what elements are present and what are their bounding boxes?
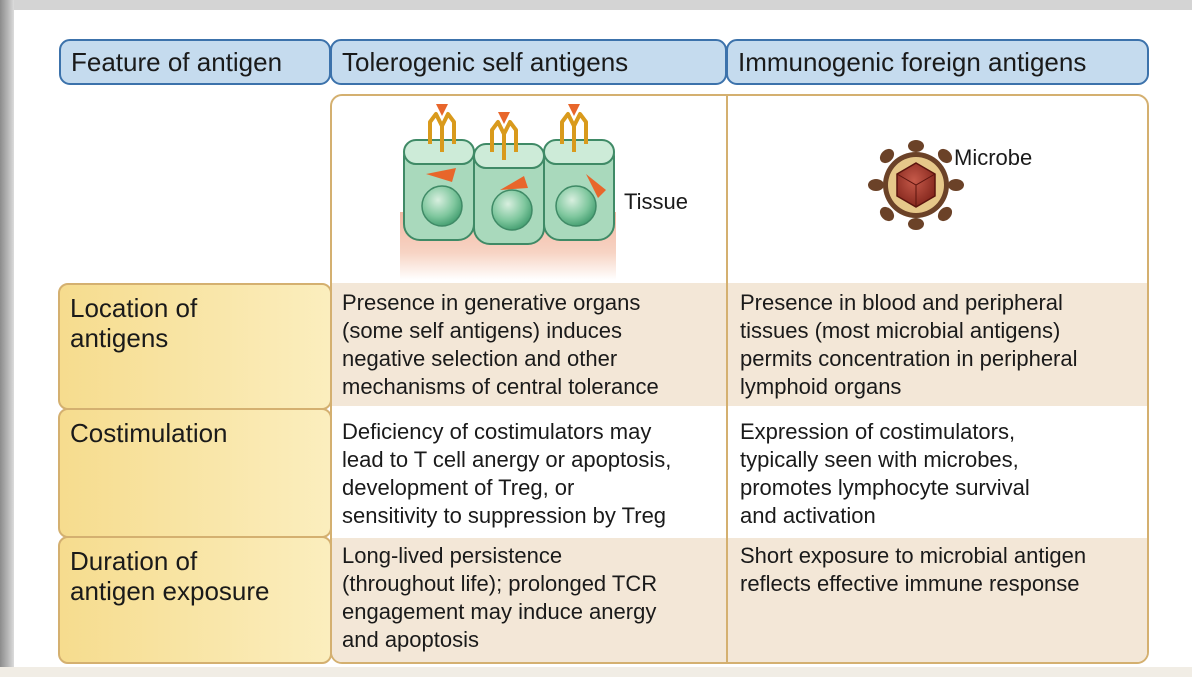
column-divider [726,96,728,662]
feature-text: Duration of [70,546,198,576]
cell-duration-self: Long-lived persistence (throughout life)… [342,542,657,654]
cell-line: reflects effective immune response [740,571,1080,596]
header-feature-of-antigen: Feature of antigen [59,39,331,85]
feature-costimulation: Costimulation [58,408,332,538]
frame-left-edge [0,0,14,677]
microbe-illustration [868,140,964,230]
header-tolerogenic-self-antigens: Tolerogenic self antigens [330,39,727,85]
frame-bottom-edge [0,667,1192,677]
feature-text: Costimulation [70,418,228,448]
cell-line: lymphoid organs [740,374,902,399]
cell-line: Long-lived persistence [342,543,563,568]
tissue-cell [543,139,615,241]
feature-location-of-antigens: Location of antigens [58,283,332,410]
cell-line: promotes lymphocyte survival [740,475,1030,500]
cell-line: mechanisms of central tolerance [342,374,659,399]
comparison-table [330,94,1149,664]
cell-line: lead to T cell anergy or apoptosis, [342,447,672,472]
tissue-label: Tissue [624,189,688,214]
tissue-cell [403,139,475,241]
cell-line: and activation [740,503,876,528]
row-band-location [332,283,1147,406]
mhc-receptor [490,112,518,160]
cell-costimulation-foreign: Expression of costimulators, typically s… [740,418,1030,530]
cell-costimulation-self: Deficiency of costimulators may lead to … [342,418,671,530]
cell-line: typically seen with microbes, [740,447,1019,472]
cell-line: (some self antigens) induces [342,318,623,343]
tissue-illustration [400,104,616,280]
cell-line: Expression of costimulators, [740,419,1016,444]
feature-text: Location of [70,293,198,323]
cell-duration-foreign: Short exposure to microbial antigen refl… [740,542,1086,598]
mhc-receptor [560,104,588,152]
mhc-receptor [428,104,456,152]
cell-line: development of Treg, or [342,475,575,500]
row-band-duration [332,538,1147,662]
header-immunogenic-foreign-antigens: Immunogenic foreign antigens [726,39,1149,85]
cell-location-self: Presence in generative organs (some self… [342,289,659,401]
feature-text: antigens [70,323,169,353]
cell-line: Presence in blood and peripheral [740,290,1063,315]
microbe-label: Microbe [954,145,1033,170]
cell-line: negative selection and other [342,346,618,371]
cell-line: tissues (most microbial antigens) [740,318,1061,343]
cell-location-foreign: Presence in blood and peripheral tissues… [740,289,1078,401]
feature-text: antigen exposure [70,576,270,606]
cell-line: Short exposure to microbial antigen [740,543,1087,568]
cell-line: sensitivity to suppression by Treg [342,503,667,528]
feature-duration-of-exposure: Duration of antigen exposure [58,536,332,664]
tissue-cell [473,143,545,245]
cell-line: engagement may induce anergy [342,599,657,624]
cell-line: and apoptosis [342,627,479,652]
frame-top-edge [0,0,1192,10]
cell-line: Deficiency of costimulators may [342,419,652,444]
cell-line: (throughout life); prolonged TCR [342,571,658,596]
cell-line: permits concentration in peripheral [740,346,1078,371]
cell-line: Presence in generative organs [342,290,641,315]
